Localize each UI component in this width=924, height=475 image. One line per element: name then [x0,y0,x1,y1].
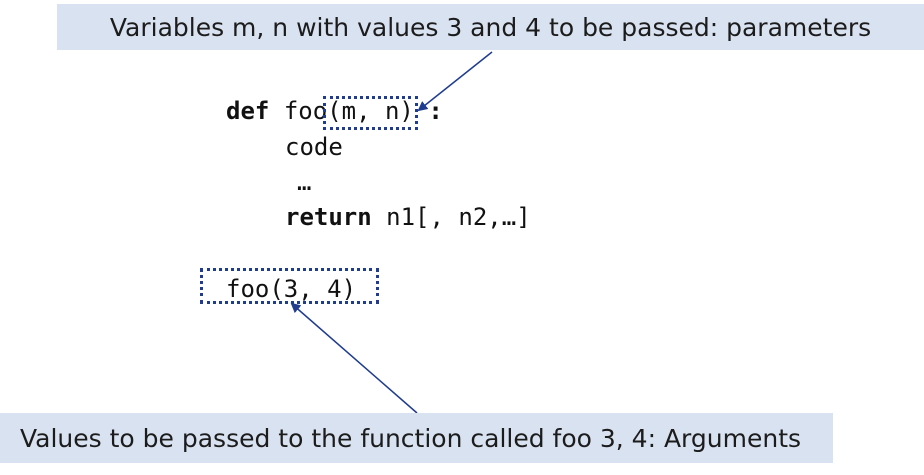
parameters-label: Variables m, n with values 3 and 4 to be… [57,4,924,50]
function-body-ellipsis: … [297,168,312,196]
arguments-highlight-box [200,268,379,304]
function-name: foo [283,97,328,125]
function-definition-line: def foo(m, n) : [226,99,443,123]
def-keyword: def [226,97,270,125]
parameters-arrow [417,51,493,112]
parameters-highlight-box [323,96,418,130]
function-call: foo(3, 4) [226,275,357,303]
arguments-label: Values to be passed to the function call… [0,413,833,463]
arguments-arrow [290,302,418,414]
return-line: return n1[, n2,…] [285,205,531,229]
parameter-list: (m, n) [327,97,414,125]
function-body-line: code [285,133,343,161]
definition-colon: : [413,97,443,125]
return-values: n1[, n2,…] [371,203,531,231]
return-keyword: return [285,203,372,231]
